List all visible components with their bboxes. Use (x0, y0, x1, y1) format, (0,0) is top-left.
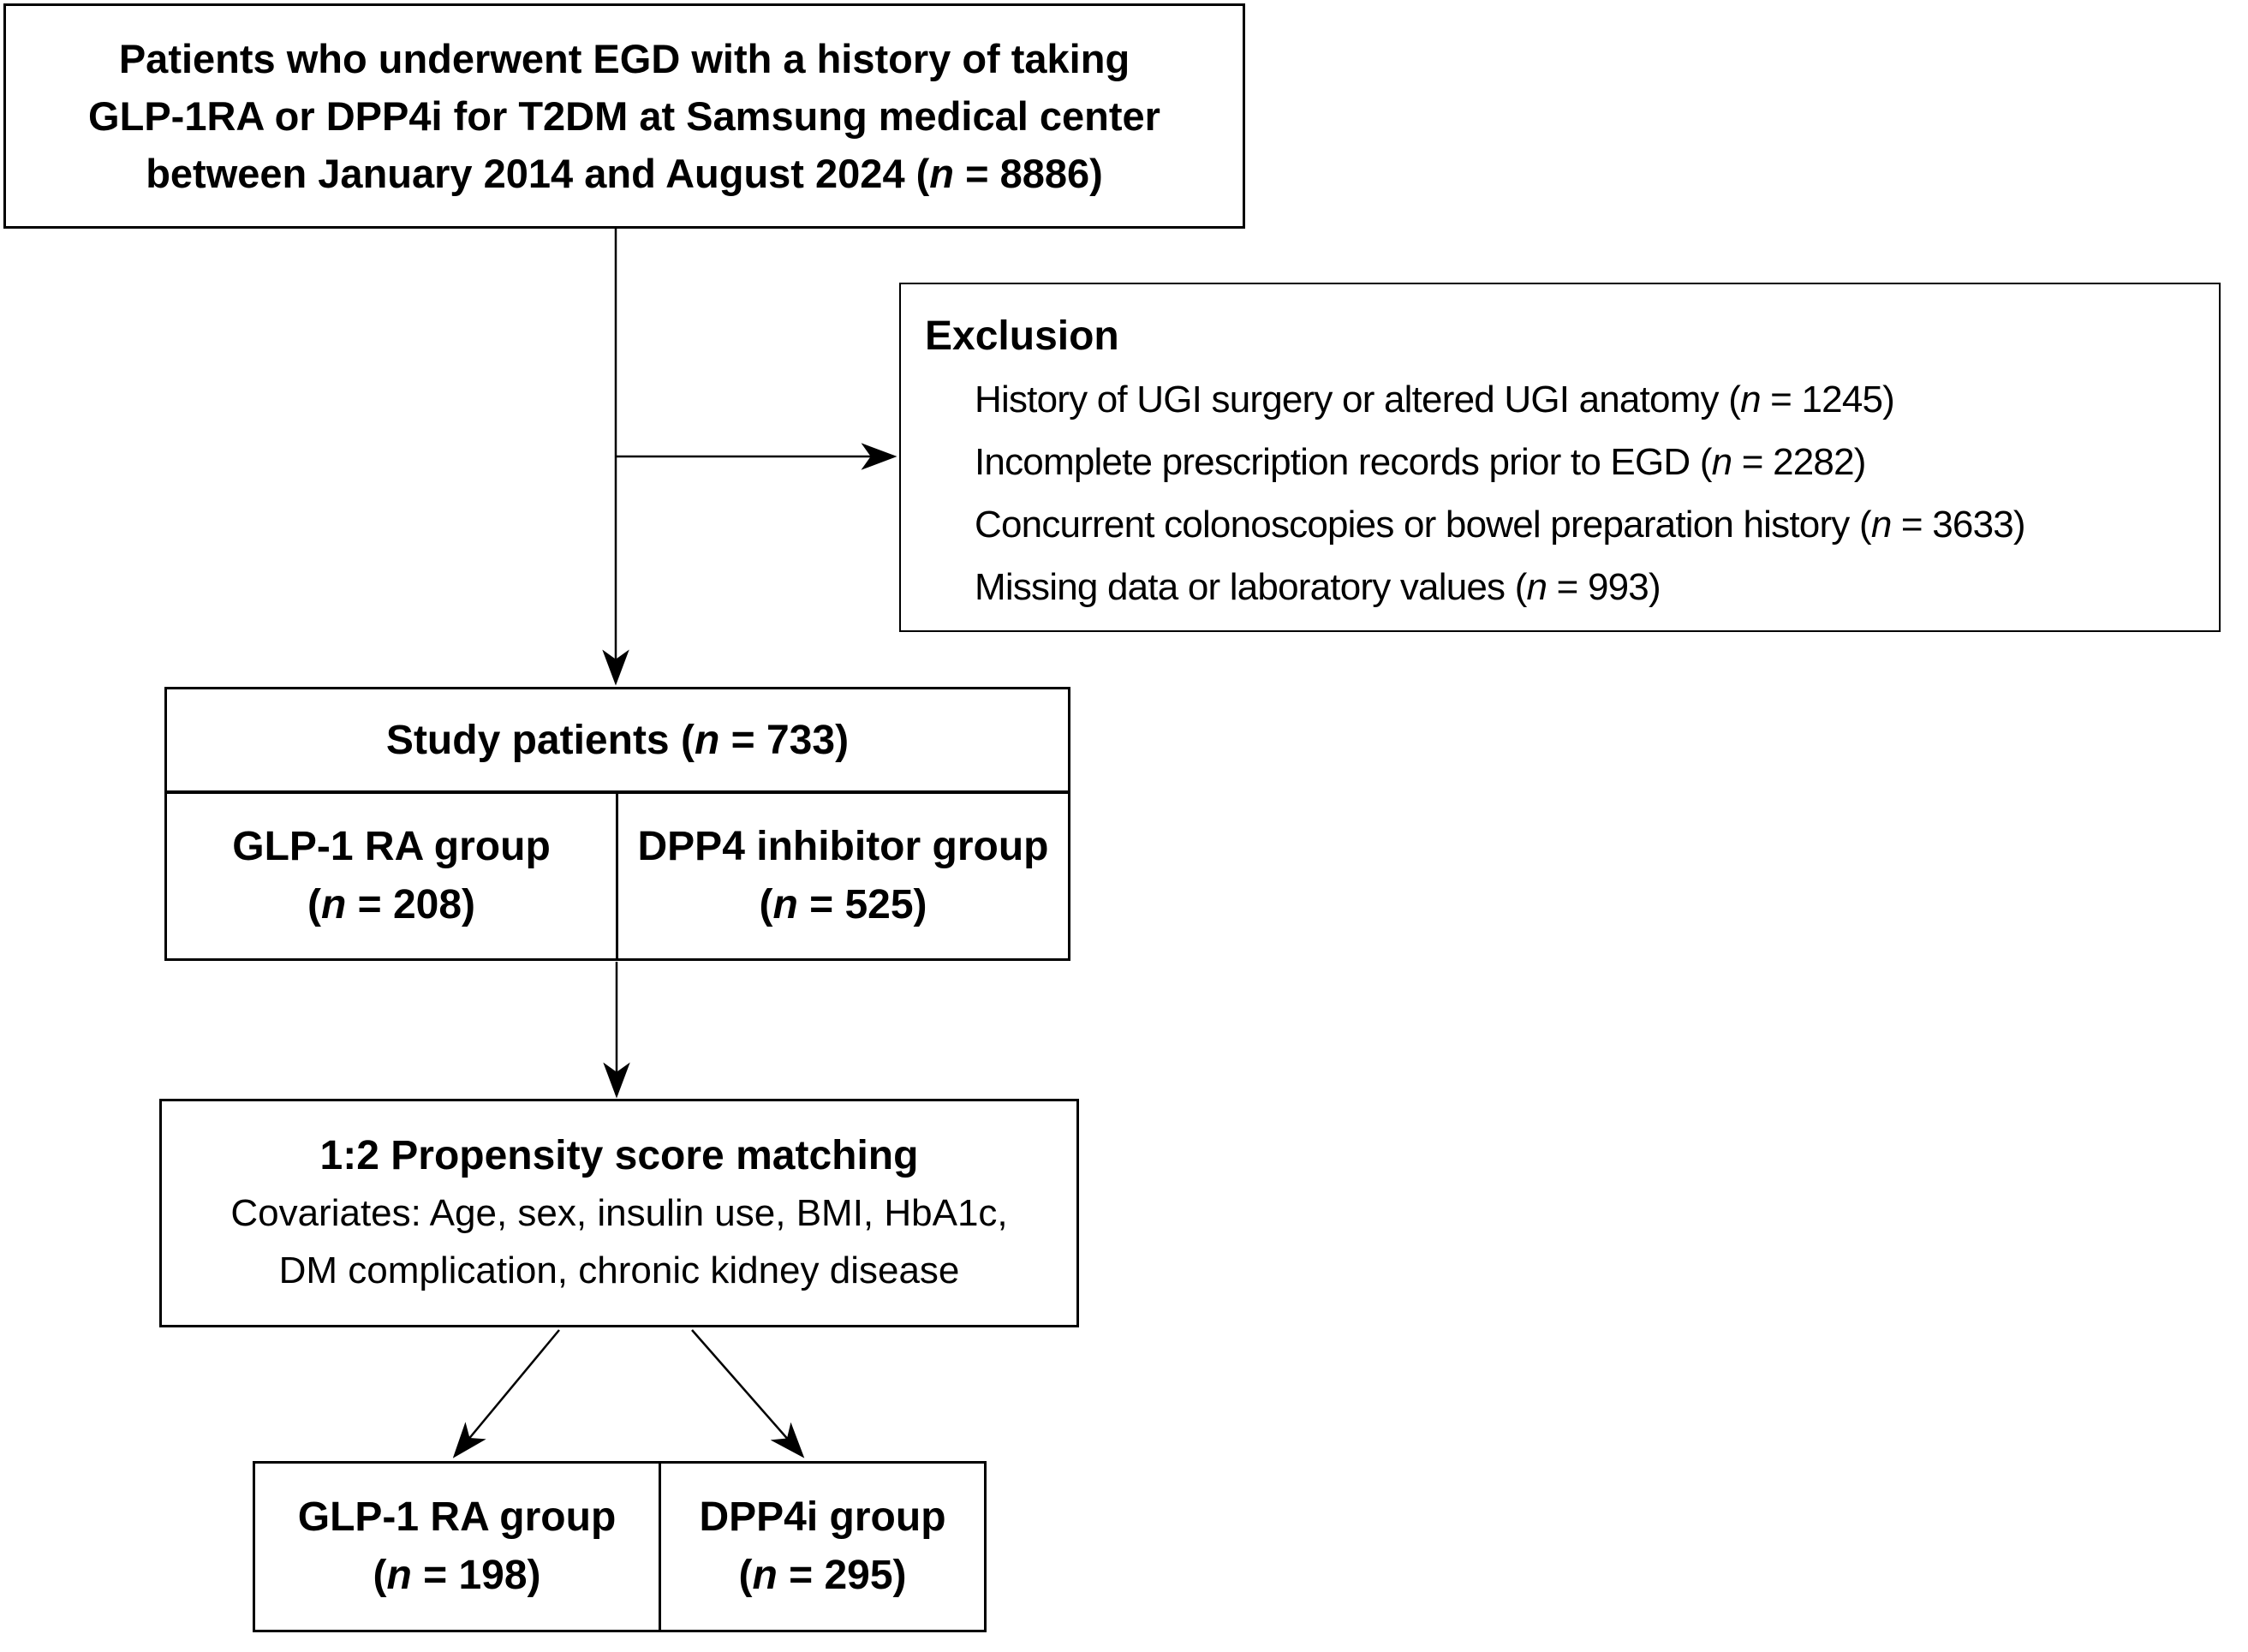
glp1ra-group-n-count: (n = 208) (307, 882, 476, 927)
enrollment-box: Patients who underwent EGD with a histor… (3, 3, 1245, 229)
exclusion-title: Exclusion (925, 313, 1119, 359)
exclusion-item-n-count: (n = 1245) (1728, 379, 1895, 420)
propensity-matching-title: 1:2 Propensity score matching (319, 1133, 919, 1178)
study-patients-header: Study patients (n = 733) (167, 689, 1068, 794)
glp1ra-group-text: GLP-1 RA group (232, 824, 551, 869)
exclusion-item-n-count: (n = 993) (1514, 566, 1661, 608)
exclusion-box: Exclusion History of UGI surgery or alte… (899, 283, 2221, 632)
enrollment-line-2: GLP-1RA or DPP4i for T2DM at Samsung med… (88, 93, 1160, 139)
arrow-psm-to-matched-left (452, 1329, 560, 1458)
study-patients-columns: GLP-1 RA group (n = 208) DPP4 inhibitor … (167, 794, 1068, 958)
study-columns-divider (616, 794, 618, 958)
exclusion-item: Missing data or laboratory values (n = 9… (975, 556, 2210, 618)
study-patients-n-count: (n = 733) (680, 717, 850, 763)
exclusion-item-text: History of UGI surgery or altered UGI an… (975, 379, 1720, 420)
exclusion-item-n-count: (n = 2282) (1699, 441, 1867, 483)
enrollment-line-3-text: between January 2014 and August 2024 (146, 151, 905, 196)
matched-dpp4i-group-label: DPP4i group (n = 295) (673, 1488, 972, 1605)
dpp4-inhibitor-group-n-count: (n = 525) (759, 882, 927, 927)
matched-groups-divider (659, 1464, 661, 1630)
dpp4-inhibitor-group-cell: DPP4 inhibitor group (n = 525) (618, 794, 1068, 958)
matched-dpp4i-group-n-count: (n = 295) (738, 1553, 907, 1598)
enrollment-line-3: between January 2014 and August 2024 (n … (146, 145, 1103, 202)
exclusion-item: Concurrent colonoscopies or bowel prepar… (975, 493, 2210, 556)
matched-groups-box: GLP-1 RA group (n = 198) DPP4i group (n … (253, 1461, 987, 1632)
dpp4-inhibitor-group-label: DPP4 inhibitor group (n = 525) (630, 818, 1056, 934)
covariates-line-1: Covariates: Age, sex, insulin use, BMI, … (230, 1192, 1008, 1234)
glp1ra-group-label: GLP-1 RA group (n = 208) (179, 818, 604, 934)
matched-glp1ra-group-text: GLP-1 RA group (297, 1494, 617, 1540)
matched-dpp4i-group-cell: DPP4i group (n = 295) (661, 1464, 984, 1630)
study-patients-header-text: Study patients (385, 717, 670, 763)
exclusion-item: History of UGI surgery or altered UGI an… (975, 368, 2210, 431)
exclusion-item-text: Missing data or laboratory values (975, 566, 1506, 608)
exclusion-item-text: Concurrent colonoscopies or bowel prepar… (975, 504, 1850, 546)
matched-glp1ra-group-n-count: (n = 198) (373, 1553, 541, 1598)
exclusion-item-text: Incomplete prescription records prior to… (975, 441, 1690, 483)
propensity-matching-box: 1:2 Propensity score matching Covariates… (159, 1099, 1079, 1327)
exclusion-item-n-count: (n = 3633) (1858, 504, 2026, 546)
study-patients-box: Study patients (n = 733) GLP-1 RA group … (164, 687, 1070, 961)
dpp4-inhibitor-group-text: DPP4 inhibitor group (637, 824, 1049, 869)
matched-dpp4i-group-text: DPP4i group (699, 1494, 946, 1540)
matched-glp1ra-group-cell: GLP-1 RA group (n = 198) (255, 1464, 659, 1630)
enrollment-line-1: Patients who underwent EGD with a histor… (118, 36, 1130, 81)
matched-glp1ra-group-label: GLP-1 RA group (n = 198) (267, 1488, 647, 1605)
exclusion-item: Incomplete prescription records prior to… (975, 431, 2210, 493)
arrow-psm-to-matched-right (691, 1329, 805, 1458)
covariates-line-2: DM complication, chronic kidney disease (278, 1249, 960, 1291)
enrollment-n-count: (n = 8886) (915, 151, 1103, 196)
glp1ra-group-cell: GLP-1 RA group (n = 208) (167, 794, 616, 958)
